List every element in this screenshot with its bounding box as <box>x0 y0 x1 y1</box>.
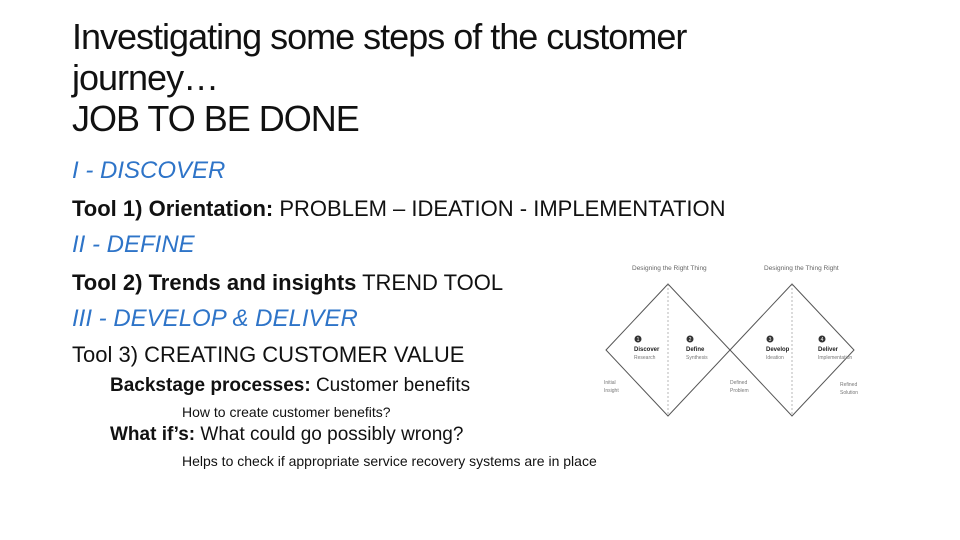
tool-2-text: TREND TOOL <box>356 270 504 295</box>
title-line-3: JOB TO BE DONE <box>72 98 360 139</box>
stage-2-number: 2 <box>689 337 692 343</box>
stage-2-sub: Synthesis <box>686 355 708 361</box>
diagram-header-left: Designing the Right Thing <box>632 265 707 272</box>
stage-3-marker <box>766 335 774 343</box>
stage-1-sub: Research <box>634 355 656 361</box>
title-line-1: Investigating some steps of the customer <box>72 16 687 57</box>
label-refined: Refined <box>840 382 857 388</box>
diamond-right <box>729 283 855 417</box>
title-line-2: journey… <box>72 57 219 98</box>
backstage-note: How to create customer benefits? <box>182 404 391 420</box>
label-initial: Initial <box>604 380 616 386</box>
section-discover: I - DISCOVER <box>72 157 226 184</box>
stage-4-sub: Implementation <box>818 355 852 361</box>
label-solution: Solution <box>840 390 858 396</box>
label-defined: Defined <box>730 380 747 386</box>
double-diamond-diagram: Designing the Right Thing Designing the … <box>604 265 858 417</box>
stage-1-marker <box>634 335 642 343</box>
stage-4-number: 4 <box>821 337 824 343</box>
stage-3-number: 3 <box>769 337 772 343</box>
backstage-text: Customer benefits <box>310 375 471 396</box>
label-insight: Insight <box>604 388 619 394</box>
slide-title: Investigating some steps of the customer… <box>72 16 687 139</box>
tool-2-line: Tool 2) Trends and insights TREND TOOL <box>72 270 503 296</box>
stage-1-number: 1 <box>637 337 640 343</box>
backstage-line: Backstage processes: Customer benefits <box>110 375 470 397</box>
stage-4-marker <box>818 335 826 343</box>
tool-3-line: Tool 3) CREATING CUSTOMER VALUE <box>72 342 465 367</box>
stage-2-marker <box>686 335 694 343</box>
backstage-label: Backstage processes: <box>110 375 311 396</box>
whatif-label: What if’s: <box>110 424 196 445</box>
stage-2-title: Define <box>686 347 705 353</box>
section-develop-deliver: III - DEVELOP & DELIVER <box>72 305 358 332</box>
tool-1-text: PROBLEM – IDEATION - IMPLEMENTATION <box>273 196 726 221</box>
stage-1-title: Discover <box>634 347 660 353</box>
stage-3-title: Develop <box>766 347 790 353</box>
whatif-note: Helps to check if appropriate service re… <box>182 453 597 469</box>
tool-1-label: Tool 1) Orientation: <box>72 196 274 221</box>
stage-4-title: Deliver <box>818 347 839 353</box>
tool-2-label: Tool 2) Trends and insights <box>72 270 357 295</box>
diagram-header-right: Designing the Thing Right <box>764 265 839 272</box>
section-define: II - DEFINE <box>72 231 195 258</box>
whatif-text: What could go possibly wrong? <box>195 424 464 445</box>
tool-1-line: Tool 1) Orientation: PROBLEM – IDEATION … <box>72 196 726 222</box>
stage-3-sub: Ideation <box>766 355 784 361</box>
whatif-line: What if’s: What could go possibly wrong? <box>110 424 463 446</box>
label-problem: Problem <box>730 388 749 394</box>
